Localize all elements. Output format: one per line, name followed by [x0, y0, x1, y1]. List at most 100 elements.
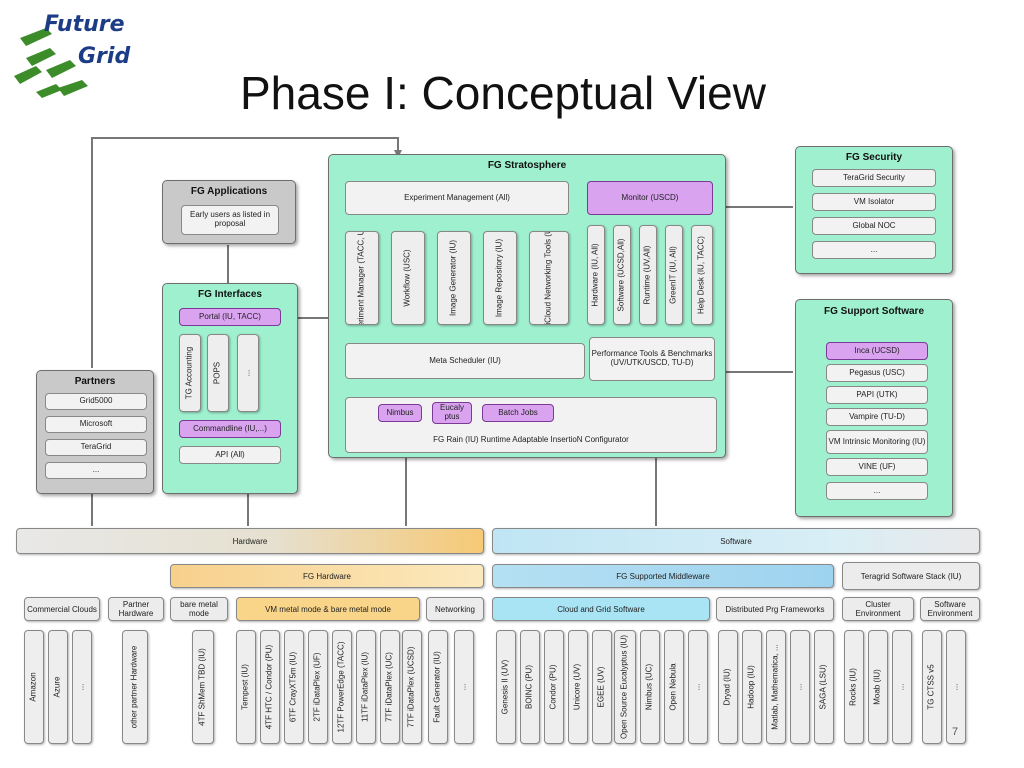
- col-moab: Moab (IU): [868, 630, 888, 744]
- experiment-management: Experiment Management (All): [345, 181, 569, 215]
- monitor-greenit: GreenIT (IU, All): [665, 225, 683, 325]
- security-vm-isolator: VM Isolator: [812, 193, 936, 211]
- tg-accounting: TG Accounting: [179, 334, 201, 412]
- security-global-noc: Global NOC: [812, 217, 936, 235]
- partner-teragrid: TeraGrid: [45, 439, 147, 456]
- software-bar: Software: [492, 528, 980, 554]
- applications-item: Early users as listed in proposal: [181, 205, 279, 235]
- fg-hardware-bar: FG Hardware: [170, 564, 484, 588]
- col-unicore: Unicore (UV): [568, 630, 588, 744]
- hardware-bar: Hardware: [16, 528, 484, 554]
- col-tg-ctss: TG CTSS v5: [922, 630, 942, 744]
- col-hadoop: Hadoop (IU): [742, 630, 762, 744]
- col-poweredge: 12TF PowerEdge (TACC): [332, 630, 352, 744]
- rain-nimbus: Nimbus: [378, 404, 422, 422]
- col-shmem: 4TF ShMem TBD (IU): [192, 630, 214, 744]
- tool-image-repository: Image Repository (IU): [483, 231, 517, 325]
- logo-grid-icon: [14, 28, 88, 98]
- support-vampire: Vampire (TU-D): [826, 408, 928, 426]
- monitor-hardware: Hardware (IU, All): [587, 225, 605, 325]
- interfaces-group: FG Interfaces Portal (IU, TACC) TG Accou…: [162, 283, 298, 494]
- performance-tools: Performance Tools & Benchmarks (UV/UTK/U…: [589, 337, 715, 381]
- support-inca: Inca (UCSD): [826, 342, 928, 360]
- col-idataplex-uc: 7TF iDataPlex (UC): [380, 630, 400, 744]
- tool-image-generator: Image Generator (IU): [437, 231, 471, 325]
- col-distributed-more: ...: [790, 630, 810, 744]
- cat-commercial-clouds: Commercial Clouds: [24, 597, 100, 621]
- col-boinc: BOINC (PU): [520, 630, 540, 744]
- cat-bare-metal: bare metal mode: [170, 597, 228, 621]
- security-teragrid: TeraGrid Security: [812, 169, 936, 187]
- monitor-help-desk: Help Desk (IU, TACC): [691, 225, 713, 325]
- meta-scheduler: Meta Scheduler (IU): [345, 343, 585, 379]
- commandline-box: Commandline (IU,...): [179, 420, 281, 438]
- slide-title: Phase I: Conceptual View: [240, 67, 766, 119]
- tool-experiment-manager: Experiment Manager (TACC, USC): [345, 231, 379, 325]
- applications-title: FG Applications: [190, 186, 268, 197]
- col-amazon: Amazon: [24, 630, 44, 744]
- col-other-partner: other partner Hardware: [122, 630, 148, 744]
- col-crayxt5m: 6TF CrayXT5m (IU): [284, 630, 304, 744]
- col-networking-more: ...: [454, 630, 474, 744]
- col-egee: EGEE (UV): [592, 630, 612, 744]
- support-more: ...: [826, 482, 928, 500]
- stratosphere-title: FG Stratosphere: [487, 160, 567, 171]
- cat-distributed: Distributed Prg Frameworks: [716, 597, 834, 621]
- stratosphere-group: FG Stratosphere Experiment Management (A…: [328, 154, 726, 458]
- col-azure: Azure: [48, 630, 68, 744]
- cat-networking: Networking: [426, 597, 484, 621]
- partner-grid5000: Grid5000: [45, 393, 147, 410]
- partners-group: Partners Grid5000 Microsoft TeraGrid ...: [36, 370, 154, 494]
- logo-text-future: Future: [44, 12, 125, 37]
- fg-rain: Nimbus Eucaly ptus Batch Jobs FG Rain (I…: [345, 397, 717, 453]
- teragrid-stack-bar: Teragrid Software Stack (IU): [842, 562, 980, 590]
- col-cloud-more: ...: [688, 630, 708, 744]
- security-more: ...: [812, 241, 936, 259]
- monitor-software: Software (UCSD,All): [613, 225, 631, 325]
- monitor-runtime: Runtime (UV,All): [639, 225, 657, 325]
- col-eucalyptus: Open Source Eucalyptus (IU): [614, 630, 636, 744]
- support-pegasus: Pegasus (USC): [826, 364, 928, 382]
- partner-more: ...: [45, 462, 147, 479]
- cat-vm-metal: VM metal mode & bare metal mode: [236, 597, 420, 621]
- support-software-group: FG Support Software Inca (UCSD) Pegasus …: [795, 299, 953, 517]
- col-nimbus: Nimbus (UC): [640, 630, 660, 744]
- cat-cloud-grid: Cloud and Grid Software: [492, 597, 710, 621]
- col-idataplex-iu: 11TF iDataPlex (IU): [356, 630, 376, 744]
- col-commercial-more: ...: [72, 630, 92, 744]
- partner-microsoft: Microsoft: [45, 416, 147, 433]
- rain-eucalyptus: Eucaly ptus: [432, 402, 472, 424]
- interfaces-title: FG Interfaces: [198, 289, 262, 300]
- api-box: API (All): [179, 446, 281, 464]
- col-fault-generator: Fault Generator (IU): [428, 630, 448, 744]
- col-dryad: Dryad (IU): [718, 630, 738, 744]
- col-rocks: Rocks (IU): [844, 630, 864, 744]
- col-cluster-more: ...: [892, 630, 912, 744]
- partners-title: Partners: [74, 376, 116, 387]
- col-idataplex-ucsd: 7TF iDataPlex (UCSD): [402, 630, 422, 744]
- col-genesis: Genesis II (UV): [496, 630, 516, 744]
- fg-middleware-bar: FG Supported Middleware: [492, 564, 834, 588]
- page-number: 7: [952, 726, 959, 738]
- futuregrid-logo: Future Grid: [6, 6, 156, 102]
- col-saga: SAGA (LSU): [814, 630, 834, 744]
- support-vine: VINE (UF): [826, 458, 928, 476]
- support-vm-intrinsic: VM Intrinsic Monitoring (IU): [826, 430, 928, 454]
- interfaces-more: ...: [237, 334, 259, 412]
- cat-partner-hardware: Partner Hardware: [108, 597, 164, 621]
- support-software-title: FG Support Software: [824, 306, 924, 317]
- tool-workflow: Workflow (USC): [391, 231, 425, 325]
- applications-group: FG Applications Early users as listed in…: [162, 180, 296, 244]
- col-open-nebula: Open Nebula: [664, 630, 684, 744]
- portal-box: Portal (IU, TACC): [179, 308, 281, 326]
- col-software-env-more: ...: [946, 630, 966, 744]
- pops: POPS: [207, 334, 229, 412]
- support-papi: PAPI (UTK): [826, 386, 928, 404]
- cat-cluster: Cluster Environment: [842, 597, 914, 621]
- col-idataplex-uf: 2TF iDataPlex (UF): [308, 630, 328, 744]
- security-title: FG Security: [845, 152, 903, 163]
- rain-label: FG Rain (IU) Runtime Adaptable InsertioN…: [433, 435, 629, 444]
- cat-software-env: Software Environment: [920, 597, 980, 621]
- rain-batch-jobs: Batch Jobs: [482, 404, 554, 422]
- col-matlab: Matlab, Mathematica, ...: [766, 630, 786, 744]
